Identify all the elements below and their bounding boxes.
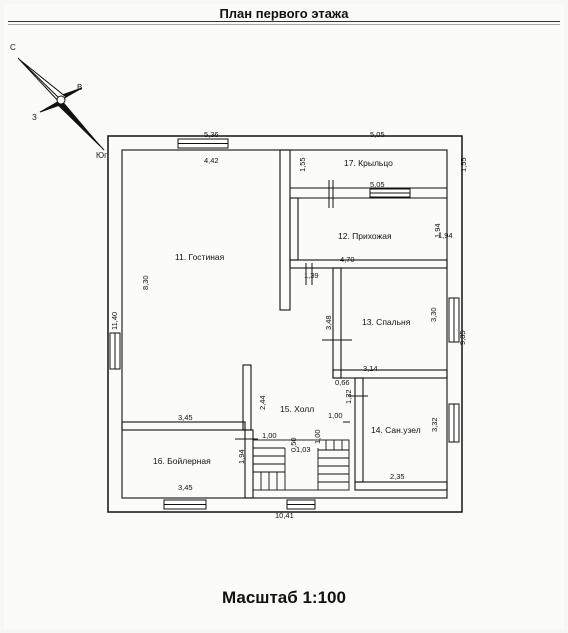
staircase <box>252 439 350 491</box>
outer-wall-outline <box>107 135 463 513</box>
wall-living-south <box>121 421 246 431</box>
dim-bath-height: 3,32 <box>430 417 439 432</box>
room-label-bathroom: 14. Сан.узел <box>371 425 421 435</box>
wall-bedroom-south <box>332 369 448 379</box>
dim-entrance-depth: 1,94 <box>438 231 453 240</box>
dim-hall-height: 2,44 <box>258 395 267 410</box>
dim-top-left: 5,36 <box>204 130 219 139</box>
room-label-hall: 15. Холл <box>280 404 314 414</box>
dim-total-height-right: 9,85 <box>458 330 467 345</box>
compass-arrow-north <box>19 59 67 101</box>
dim-total-height-left: 11,40 <box>110 312 119 330</box>
compass-rose <box>17 57 105 151</box>
windows <box>109 138 460 510</box>
room-label-boiler: 16. Бойлерная <box>153 456 211 466</box>
wall-boiler-east <box>244 429 254 499</box>
dim-stairs-vertical-100: 1,00 <box>313 429 322 444</box>
room-label-bedroom: 13. Спальня <box>362 317 411 327</box>
dim-porch-left-depth: 1,55 <box>298 157 307 172</box>
plan-title: План первого этажа <box>219 6 349 21</box>
compass-arrow-south <box>55 99 101 147</box>
dim-porch-width: 5,05 <box>370 130 385 139</box>
dim-total-width: 10,41 <box>275 511 294 520</box>
wall-bath-south <box>354 481 448 491</box>
drawing-sheet <box>4 4 564 629</box>
dim-bath-width: 2,35 <box>390 472 405 481</box>
door-marks <box>235 180 368 440</box>
dim-bedroom-width: 3,14 <box>363 364 378 373</box>
dim-living-width: 4,42 <box>204 156 219 165</box>
title-underline <box>8 21 560 22</box>
dim-entrance-height: 1,94 <box>433 223 442 238</box>
wall-bath-west <box>354 377 364 483</box>
dim-stairs-103: 1,03 <box>296 445 311 454</box>
dim-stairs-100: 1,00 <box>262 431 277 440</box>
dim-wall-066: 0,66 <box>335 378 350 387</box>
wall-living-south-stub <box>242 364 252 431</box>
room-label-porch: 17. Крыльцо <box>344 158 393 168</box>
dim-bedroom-inner-height: 3,48 <box>324 315 333 330</box>
dim-bedroom-height: 3,30 <box>429 307 438 322</box>
compass-west-label: З <box>32 113 37 122</box>
dim-door-entrance: 1,39 <box>304 271 319 280</box>
room-label-living: 11. Гостиная <box>175 252 225 262</box>
dim-entrance-inner: 4,70 <box>340 255 355 264</box>
dim-living-height: 8,30 <box>141 275 150 290</box>
title-underline-secondary <box>8 24 560 25</box>
compass-south-label: Юг <box>96 151 107 160</box>
wall-entrance-south <box>289 259 448 269</box>
stair-outline <box>252 439 350 491</box>
compass-east-label: В <box>77 83 82 92</box>
dim-boiler-width: 3,45 <box>178 483 193 492</box>
dim-porch-right-depth: 1,55 <box>459 157 468 172</box>
compass-center <box>56 95 66 105</box>
interior-walls <box>121 149 448 499</box>
dim-stairs-050: 0,50 <box>289 437 298 452</box>
dim-entrance-width: 5,05 <box>370 180 385 189</box>
wall-entrance-west <box>289 197 299 261</box>
dim-living-south: 3,45 <box>178 413 193 422</box>
room-label-entrance: 12. Прихожая <box>338 231 392 241</box>
scale-label: Масштаб 1:100 <box>222 588 346 607</box>
wall-bedroom-west <box>332 267 342 379</box>
wall-living-east <box>279 149 291 311</box>
dim-boiler-height: 1,94 <box>237 449 246 464</box>
compass-north-label: С <box>10 43 16 52</box>
dim-bath-door: 1,32 <box>344 389 353 404</box>
dim-hall-100: 1,00 <box>328 411 343 420</box>
